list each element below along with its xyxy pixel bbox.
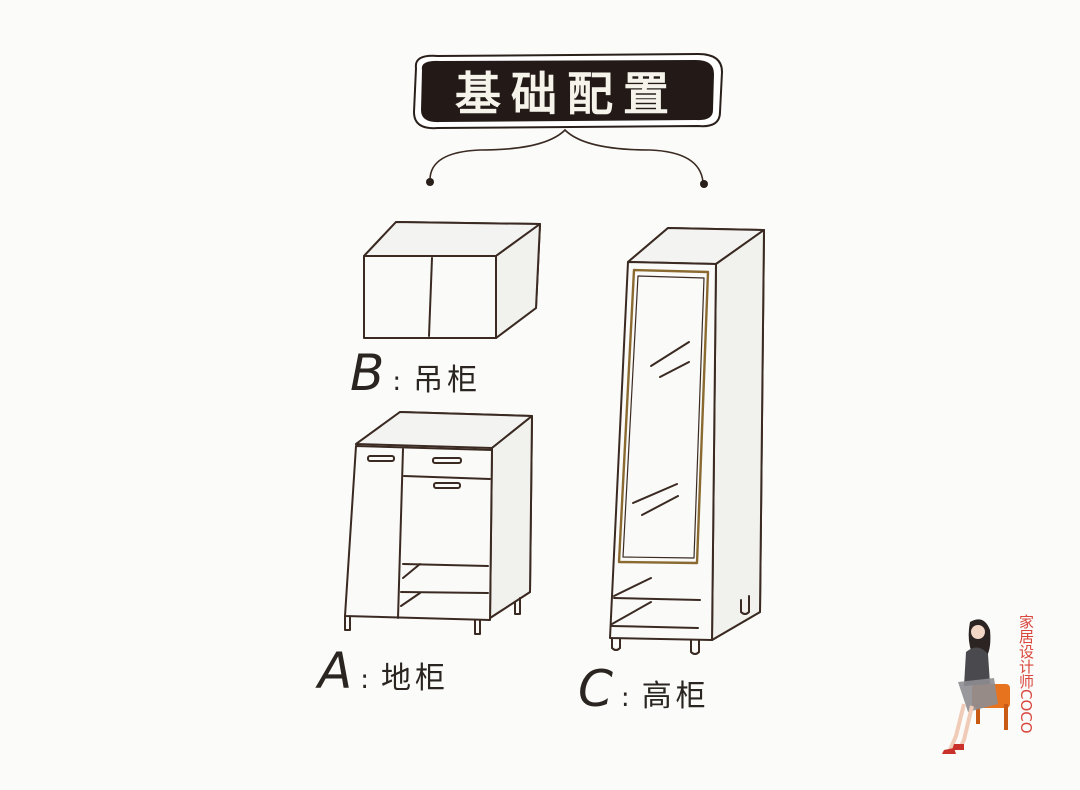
label-base-cabinet: A : 地柜 bbox=[318, 642, 449, 700]
label-letter: C bbox=[578, 660, 613, 718]
label-name: 地柜 bbox=[380, 661, 449, 696]
label-name: 吊柜 bbox=[413, 363, 482, 398]
label-letter: A bbox=[318, 642, 353, 700]
banner-connector bbox=[426, 129, 708, 188]
label-separator: : bbox=[392, 367, 402, 397]
label-letter: B bbox=[350, 344, 385, 402]
watermark-figure-icon bbox=[942, 619, 1010, 754]
title-text: 基础配置 bbox=[455, 67, 679, 121]
title-banner bbox=[412, 52, 724, 130]
label-separator: : bbox=[620, 683, 630, 713]
label-wall-cabinet: B : 吊柜 bbox=[350, 344, 481, 402]
label-tall-cabinet: C : 高柜 bbox=[578, 660, 710, 718]
label-name: 高柜 bbox=[641, 679, 710, 714]
watermark-text: 家居设计师COCO bbox=[1017, 614, 1035, 734]
wall-cabinet-drawing bbox=[363, 221, 541, 339]
base-cabinet-drawing bbox=[344, 411, 533, 635]
tall-cabinet-drawing bbox=[609, 227, 765, 655]
label-separator: : bbox=[360, 665, 369, 695]
